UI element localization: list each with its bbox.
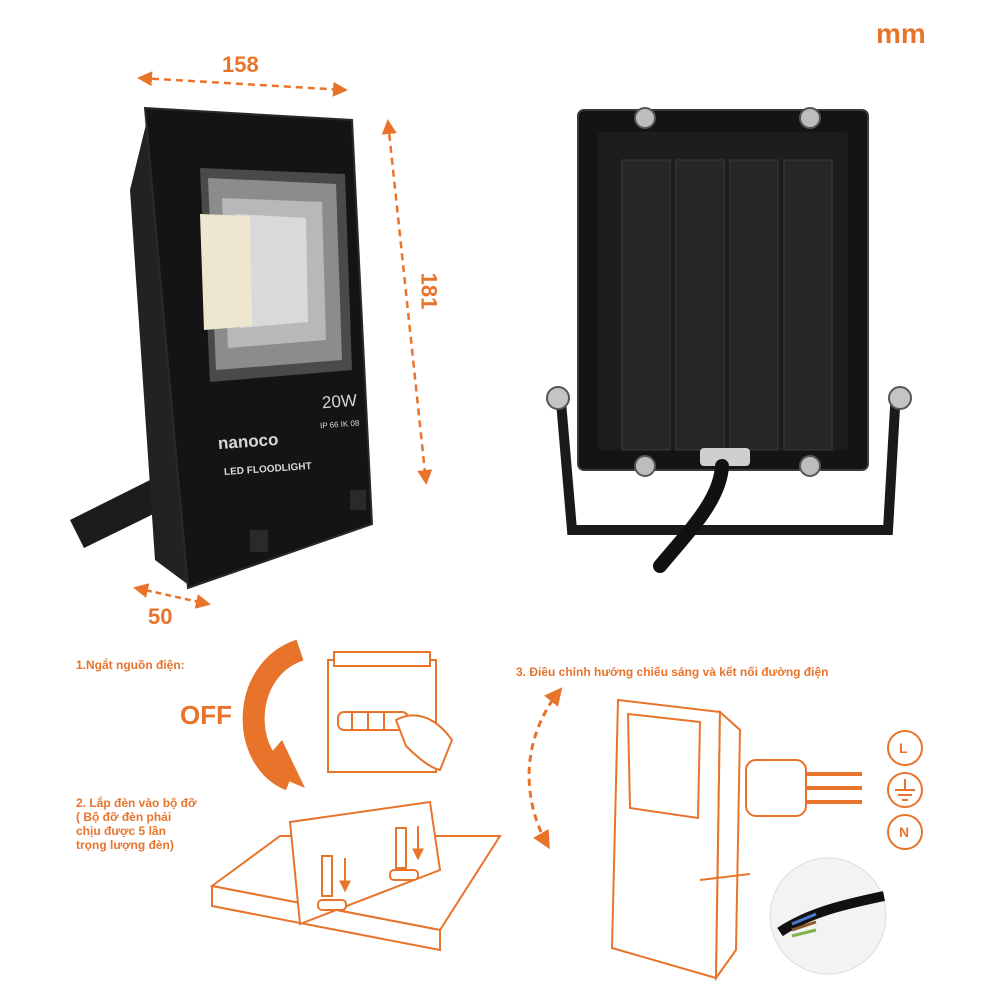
terminal-connector	[745, 759, 807, 817]
dimension-arrows	[133, 71, 433, 609]
height-arrow	[381, 119, 433, 485]
step1-label: 1.Ngắt nguồn điện:	[76, 658, 185, 672]
screw-icon	[799, 107, 821, 129]
screw-icon	[634, 107, 656, 129]
floodlight-back-view	[546, 107, 912, 573]
arrow-head	[258, 740, 305, 788]
housing-side	[130, 108, 190, 586]
bolt-icon	[395, 827, 407, 869]
heatsink-fin	[729, 159, 779, 451]
photo-cable	[777, 891, 886, 937]
unit-label: mm	[876, 18, 926, 49]
bracket-knob-icon	[546, 386, 570, 410]
product-brand: nanoco	[217, 429, 280, 454]
led-chip-panel	[200, 214, 252, 330]
wire-photo	[769, 857, 887, 975]
lamp-lens-outline	[626, 712, 702, 820]
heatsink-fin	[621, 159, 671, 451]
bracket-knob-icon	[888, 386, 912, 410]
live-terminal-label: L	[899, 740, 908, 756]
lamp-cable-outline	[699, 873, 751, 881]
power-cable	[653, 459, 729, 573]
step3-illustration	[527, 687, 923, 982]
heatsink-fin	[783, 159, 833, 451]
breaker-lid	[333, 651, 431, 667]
bolt-icon	[321, 855, 333, 897]
screw-icon	[634, 455, 656, 477]
hand-icon	[394, 714, 454, 772]
tilt-arrow-icon	[527, 687, 563, 850]
mount-slot	[389, 869, 419, 881]
screw-icon	[799, 455, 821, 477]
back-bracket	[555, 389, 901, 535]
neutral-terminal-icon	[887, 814, 923, 850]
heatsink-fin	[675, 159, 725, 451]
cable-gland	[700, 448, 750, 466]
floodlight-front-view	[70, 106, 374, 590]
off-label: OFF	[180, 700, 232, 730]
depth-dimension-label: 50	[148, 604, 173, 629]
lamp-side-outline	[714, 709, 742, 982]
reflector-core	[236, 214, 308, 328]
live-terminal-icon	[887, 730, 923, 766]
height-dimension-label: 181	[416, 272, 442, 310]
step2-label: 2. Lắp đèn vào bộ đỡ ( Bộ đỡ đèn phải ch…	[76, 796, 197, 852]
step3-label: 3. Điều chỉnh hướng chiếu sáng và kết nố…	[516, 665, 829, 679]
step1-illustration	[242, 639, 454, 791]
housing-foot	[350, 490, 366, 510]
neutral-terminal-label: N	[899, 824, 910, 840]
width-dimension-label: 158	[222, 52, 259, 77]
depth-arrow	[133, 583, 211, 609]
surface-edge	[211, 884, 441, 952]
housing-foot	[250, 530, 268, 552]
product-wattage: 20W	[321, 390, 358, 413]
mount-slot	[317, 899, 347, 911]
step2-illustration	[209, 800, 502, 952]
width-arrow	[137, 71, 348, 97]
